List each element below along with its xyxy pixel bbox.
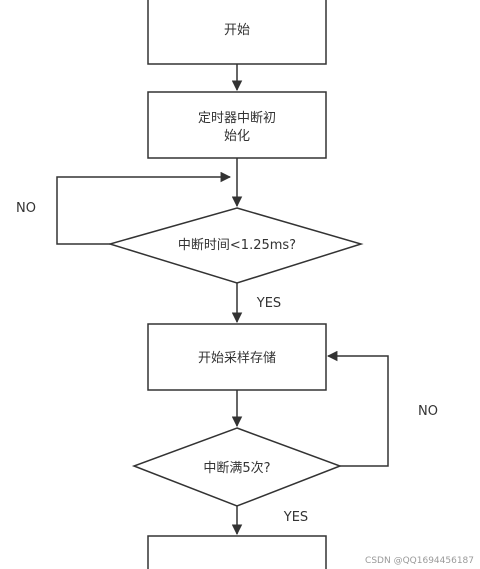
timer-init-label-line1: 定时器中断初 <box>198 111 276 126</box>
no-label-1: NO <box>16 201 36 216</box>
timer-init-box <box>147 91 327 159</box>
edge-no-loop-1 <box>56 171 232 245</box>
sample-store-label: 开始采样存储 <box>198 351 276 366</box>
no-label-2: NO <box>418 404 438 419</box>
decision-time-label: 中断时间<1.25ms? <box>178 238 296 253</box>
timer-init-label-line2: 始化 <box>224 129 250 144</box>
sample-store-box <box>147 323 327 391</box>
next-step-box <box>147 535 327 569</box>
yes-label-2: YES <box>283 510 308 525</box>
decision-count-label: 中断满5次? <box>203 460 270 476</box>
edge-no-loop-2 <box>326 350 389 467</box>
yes-label-1: YES <box>256 296 281 311</box>
start-label: 开始 <box>224 23 250 38</box>
watermark-text: CSDN @QQ1694456187 <box>365 556 474 566</box>
start-box <box>147 0 327 65</box>
